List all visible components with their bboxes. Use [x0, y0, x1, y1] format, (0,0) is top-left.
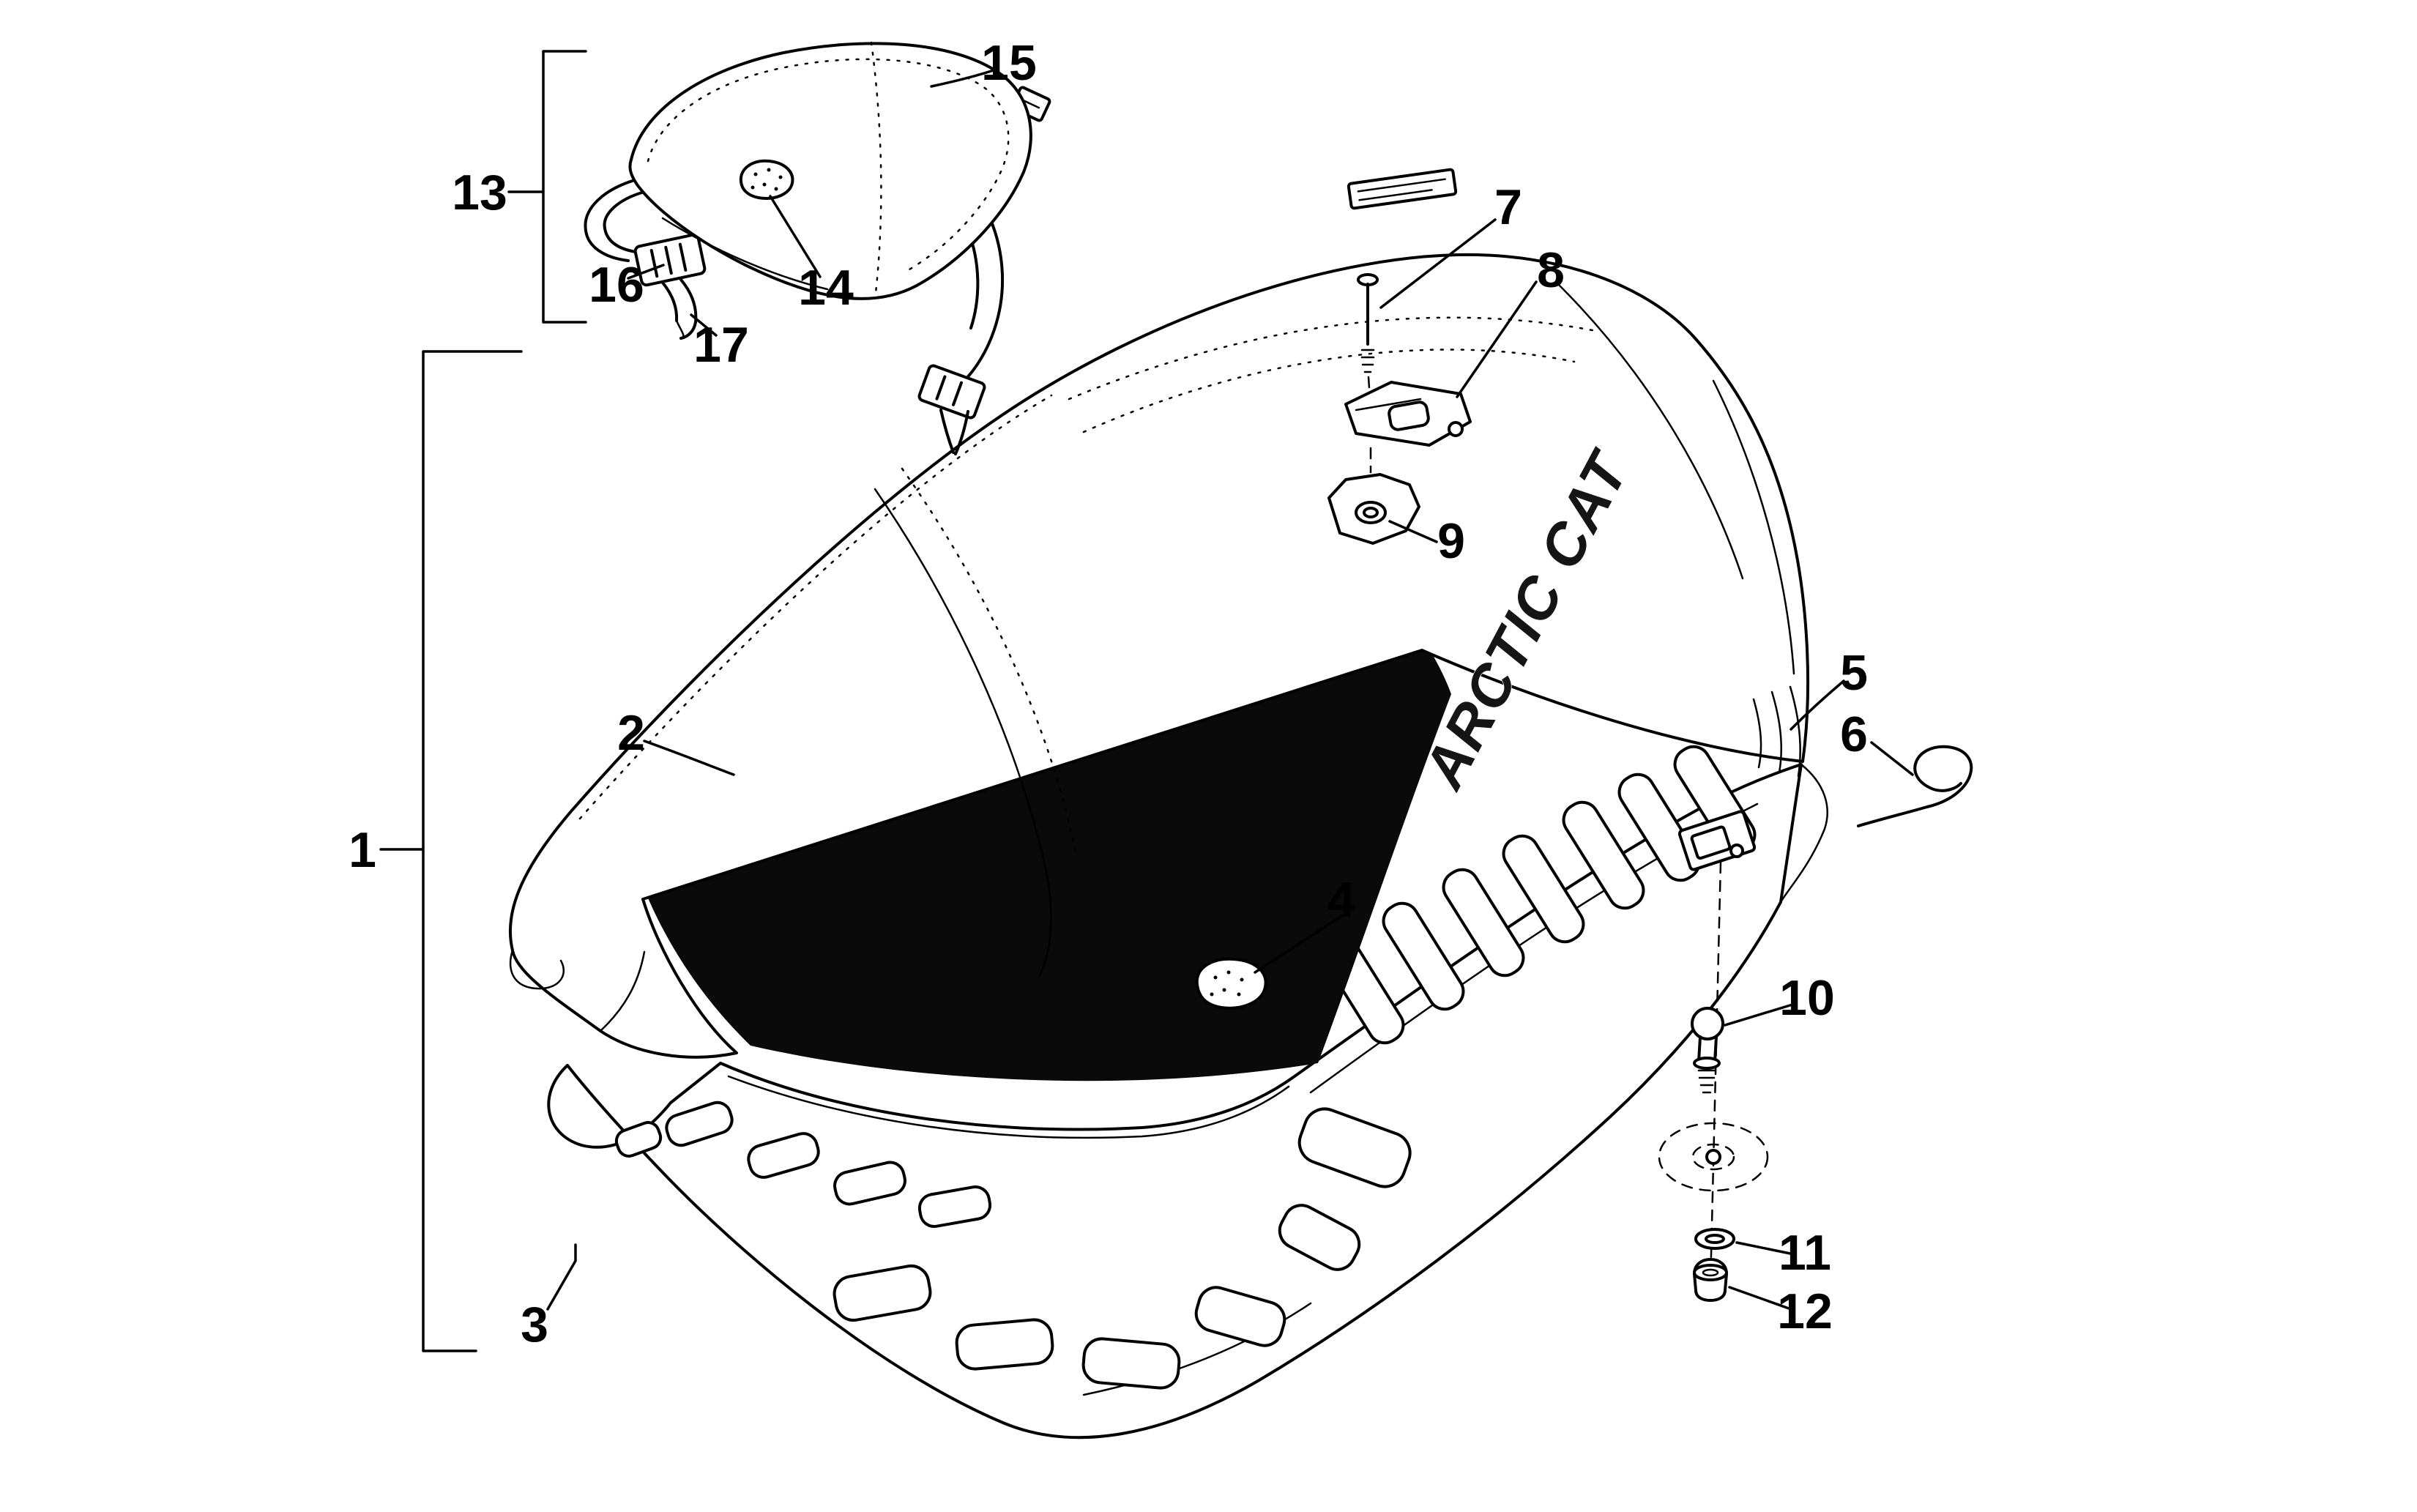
backrest-patch [739, 159, 794, 200]
callout-17: 17 [693, 317, 749, 373]
callout-16: 16 [589, 257, 644, 313]
backrest-pad-group [584, 41, 1051, 455]
washer [1694, 1228, 1735, 1250]
leader-2 [643, 740, 735, 776]
leader-11 [1735, 1241, 1792, 1255]
callout-3: 3 [521, 1297, 548, 1352]
bracket-13 [507, 50, 587, 324]
callout-15: 15 [981, 35, 1037, 91]
leader-14 [769, 195, 822, 278]
strap-buckle [633, 233, 707, 287]
leader-17 [690, 313, 718, 337]
bulb-fastener [1691, 1007, 1724, 1094]
assembly-axis-line [1709, 861, 1722, 1286]
callout-6: 6 [1840, 707, 1868, 762]
leader-9 [1388, 520, 1438, 543]
leader-lines [379, 50, 1914, 1352]
leader-10 [1724, 1003, 1794, 1027]
callout-9: 9 [1437, 513, 1465, 569]
callout-1: 1 [349, 822, 376, 878]
callout-7: 7 [1494, 179, 1522, 235]
hidden-washer-disc [1658, 1122, 1769, 1192]
leader-8 [1456, 280, 1538, 398]
callout-13: 13 [452, 165, 507, 220]
leader-16 [627, 264, 665, 280]
top-stitch-seam [1068, 316, 1598, 401]
bracket-1 [379, 350, 523, 1352]
leader-7 [1379, 218, 1497, 309]
callout-8: 8 [1537, 242, 1565, 298]
callout-14: 14 [798, 260, 854, 316]
leader-15 [930, 68, 997, 88]
pan-cutout-holes [614, 1101, 1412, 1390]
seat-base-pan [547, 745, 1803, 1440]
nut [1693, 1258, 1728, 1302]
mount-bracket-plate [1344, 381, 1472, 474]
seat-top-hardware [1327, 168, 1472, 545]
callout-11: 11 [1779, 1225, 1831, 1281]
callout-10: 10 [1779, 970, 1835, 1026]
right-strap [917, 86, 1051, 455]
leader-5 [1790, 679, 1845, 731]
grommet-pad [1327, 473, 1420, 545]
rear-corner-ribs [1752, 685, 1801, 778]
callout-5: 5 [1840, 645, 1868, 701]
hook-pin [1857, 745, 1973, 827]
rear-latch-assembly [1658, 745, 1973, 1302]
callout-4: 4 [1327, 872, 1355, 928]
callout-2: 2 [617, 705, 645, 761]
left-strap [584, 178, 698, 340]
leader-3 [546, 1243, 577, 1311]
leader-12 [1728, 1286, 1792, 1311]
callout-12: 12 [1777, 1284, 1833, 1339]
spec-label-strip [1347, 168, 1458, 210]
leader-6 [1870, 741, 1914, 776]
leader-4 [1254, 910, 1350, 974]
side-patch [1195, 957, 1267, 1010]
